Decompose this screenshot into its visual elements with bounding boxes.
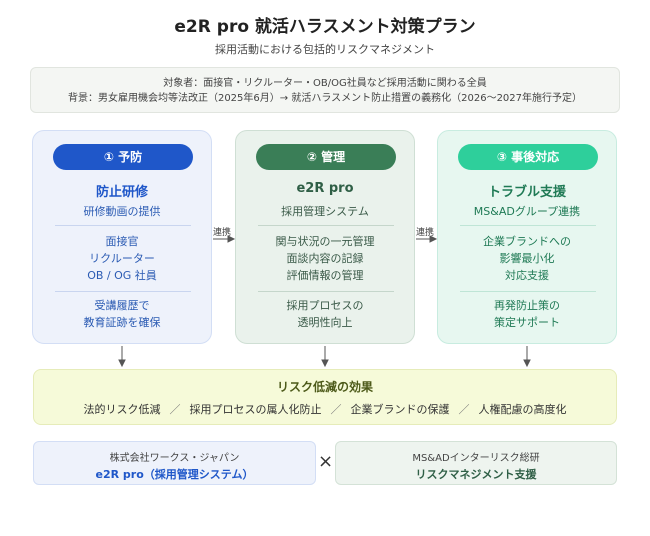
list-item: 透明性向上 [297,316,353,329]
effect-item: 企業ブランドの保護 [350,403,450,416]
list-item: 影響最小化 [499,252,555,265]
divider [258,291,394,292]
list-item: 企業ブランドへの [483,235,571,248]
badge-response: ③ 事後対応 [458,144,598,170]
list-item: 対応支援 [505,269,549,282]
effects-list: 法的リスク低減 ／ 採用プロセスの属人化防止 ／ 企業ブランドの保護 ／ 人権配慮の高度化 [34,401,616,417]
divider [55,291,191,292]
column-title: e2R pro [296,181,354,196]
info-box: 対象者：面接官・リクルーター・OB/OG社員など採用活動に関わる全員 背景：男女… [30,67,620,113]
column-list: 面接官 リクルーター OB / OG 社員 [33,233,211,284]
arrowhead-icon [523,359,531,368]
target-text: 対象者：面接官・リクルーター・OB/OG社員など採用活動に関わる全員 [163,78,487,89]
column-title: トラブル支援 [487,185,566,200]
column-subtitle: 研修動画の提供 [83,205,161,218]
page-subtitle: 採用活動における包括的リスクマネジメント [215,43,435,56]
divider [258,225,394,226]
list-item: 評価情報の管理 [286,269,364,282]
effects-box: リスク低減の効果 法的リスク低減 ／ 採用プロセスの属人化防止 ／ 企業ブランドの保護 ／… [33,369,617,425]
divider [460,291,596,292]
column-title: 防止研修 [95,185,148,200]
background-text: 背景：男女雇用機会均等法改正（2025年6月）→ 就活ハラスメント防止措置の義務… [67,93,583,104]
list-item: 教育証跡を確保 [83,316,161,329]
list-item: リクルーター [89,252,155,265]
column-subtitle: 採用管理システム [281,205,369,218]
effect-item: 人権配慮の高度化 [478,403,567,416]
column-prevention: ① 予防 防止研修 研修動画の提供 面接官 リクルーター OB / OG 社員 … [32,130,212,344]
partner-works-japan: 株式会社ワークス・ジャパン e2R pro（採用管理システム） [33,441,316,485]
arrowhead-icon [227,235,236,243]
partner-name: 株式会社ワークス・ジャパン [109,453,240,464]
badge-management: ② 管理 [256,144,396,170]
connector-label: 連携 [213,228,232,238]
separator: ／ [169,403,181,416]
badge-prevention: ① 予防 [53,144,193,170]
list-item: 面談内容の記録 [286,252,364,265]
times-icon: × [317,451,334,472]
column-list: 企業ブランドへの 影響最小化 対応支援 [438,233,616,284]
connector-label: 連携 [416,228,435,238]
column-note: 受講履歴で 教育証跡を確保 [33,297,211,331]
divider [460,225,596,226]
list-item: 再発防止策の [494,299,560,312]
partner-role: リスクマネジメント支援 [415,468,537,481]
divider [55,225,191,226]
list-item: 関与状況の一元管理 [275,235,375,248]
effect-item: 採用プロセスの属人化防止 [189,403,322,416]
list-item: 策定サポート [494,316,560,329]
effects-title: リスク低減の効果 [276,380,373,394]
list-item: OB / OG 社員 [87,269,157,282]
partner-role: e2R pro（採用管理システム） [95,468,254,481]
separator: ／ [330,403,342,416]
arrowhead-icon [118,359,126,368]
column-note: 再発防止策の 策定サポート [438,297,616,331]
partner-name: MS&ADインターリスク総研 [412,453,540,464]
arrowhead-icon [321,359,329,368]
list-item: 面接官 [105,235,139,248]
column-response: ③ 事後対応 トラブル支援 MS&ADグループ連携 企業ブランドへの 影響最小化… [437,130,617,344]
column-subtitle: MS&ADグループ連携 [473,205,581,218]
list-item: 採用プロセスの [286,299,364,312]
column-management: ② 管理 e2R pro 採用管理システム 関与状況の一元管理 面談内容の記録 … [235,130,415,344]
column-list: 関与状況の一元管理 面談内容の記録 評価情報の管理 [236,233,414,284]
partner-msad: MS&ADインターリスク総研 リスクマネジメント支援 [335,441,617,485]
separator: ／ [458,403,470,416]
effect-item: 法的リスク低減 [83,403,161,416]
column-note: 採用プロセスの 透明性向上 [236,297,414,331]
page-title: e2R pro 就活ハラスメント対策プラン [174,17,476,37]
list-item: 受講履歴で [94,299,150,312]
arrowhead-icon [429,235,438,243]
